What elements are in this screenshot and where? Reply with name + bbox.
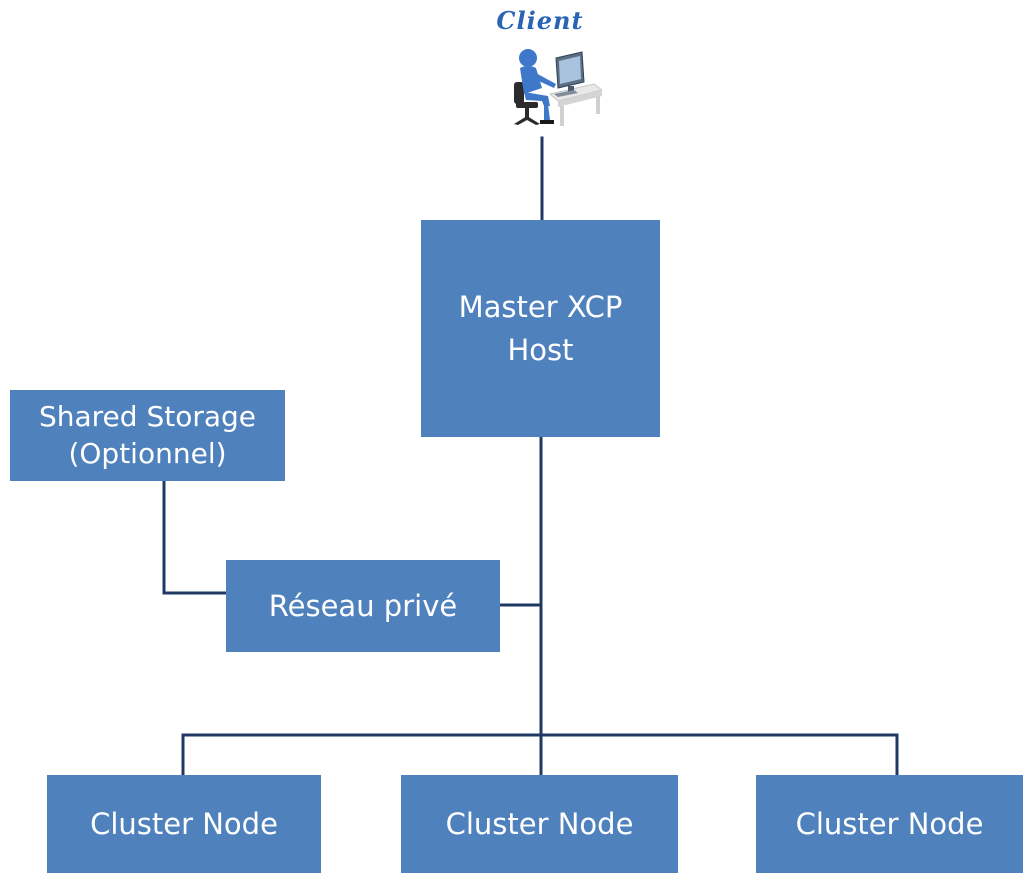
master-xcp-host-box: Master XCP Host: [421, 220, 660, 437]
shared-storage-box: Shared Storage (Optionnel): [10, 390, 285, 481]
cluster-node-label: Cluster Node: [795, 806, 984, 841]
cluster-node-box: Cluster Node: [47, 775, 321, 873]
user-at-computer-icon: [514, 49, 602, 126]
reseau-prive-label: Réseau privé: [268, 588, 458, 623]
master-xcp-host-label: Master XCP Host: [458, 290, 623, 367]
storage-to-reseau-line: [162, 479, 228, 595]
cluster-node-box: Cluster Node: [401, 775, 678, 873]
reseau-prive-box: Réseau privé: [226, 560, 500, 652]
client-label: Client: [496, 6, 584, 35]
cluster-node-box: Cluster Node: [756, 775, 1023, 873]
cluster-node-label: Cluster Node: [445, 806, 634, 841]
shared-storage-label: Shared Storage (Optionnel): [38, 400, 257, 470]
cluster-node-label: Cluster Node: [90, 806, 278, 841]
